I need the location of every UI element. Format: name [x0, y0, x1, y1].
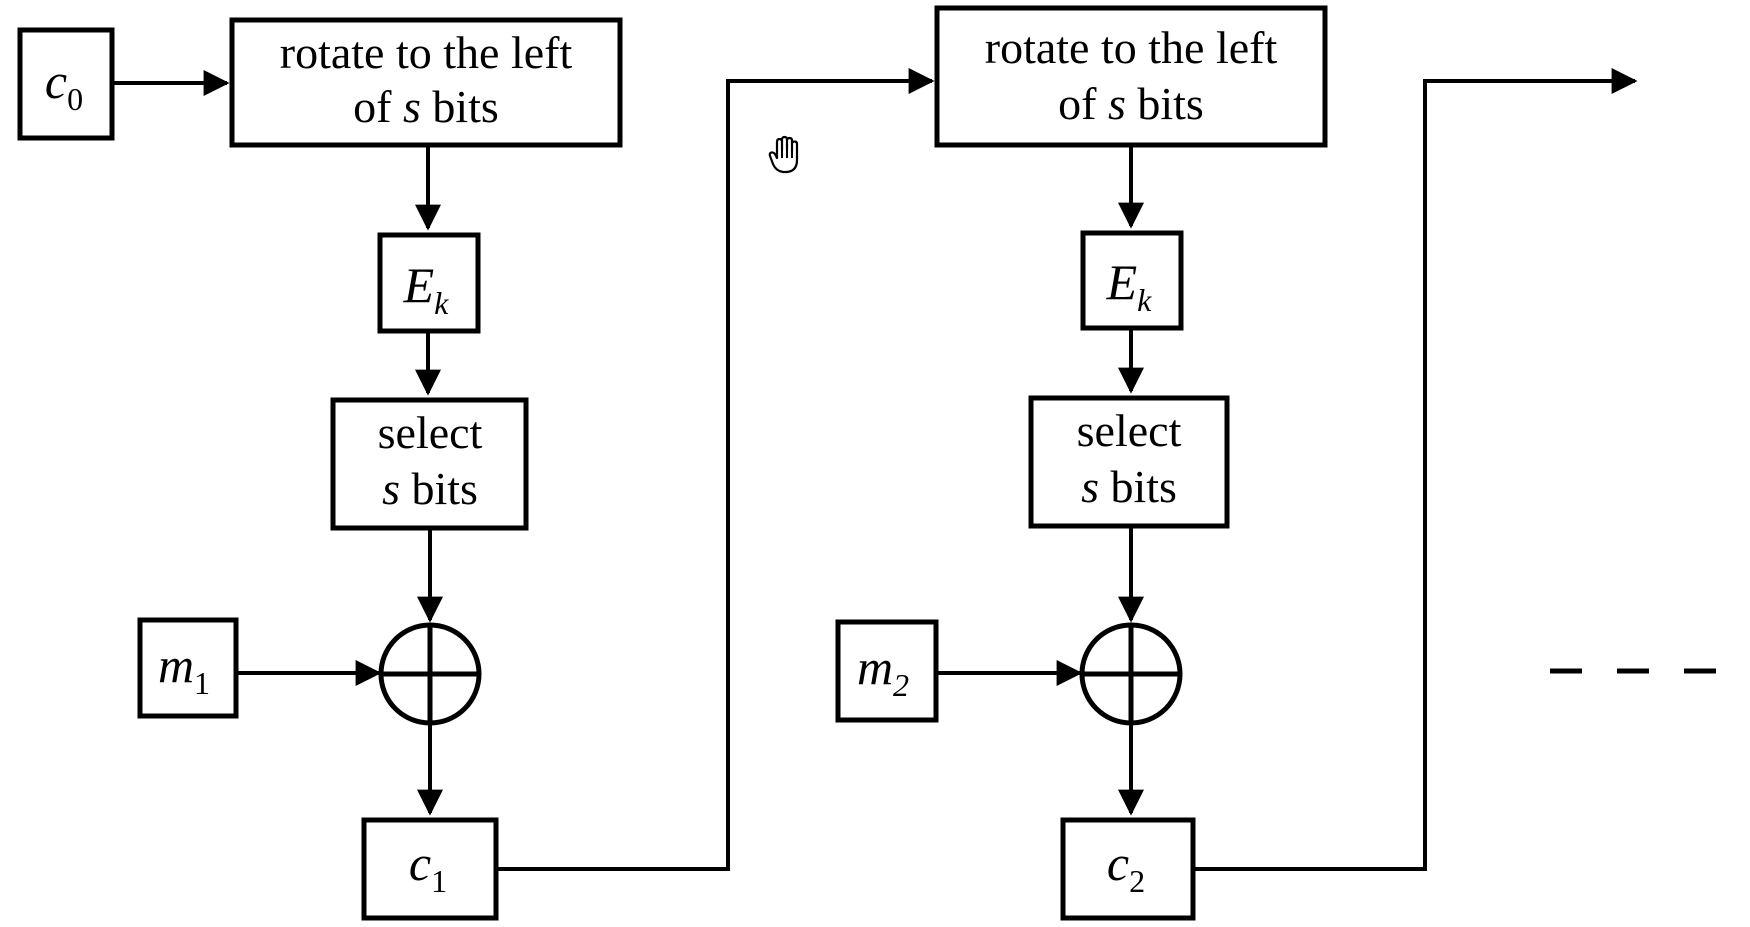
encrypt-label-2: Ek — [1106, 254, 1153, 318]
select-label-2-line2: s bits — [1081, 461, 1177, 512]
select-label-2-line1: select — [1077, 405, 1182, 456]
c0-box: c0 — [17, 27, 115, 141]
xor-symbol-2 — [1079, 622, 1183, 726]
rotate-box-1: rotate to the left of s bits — [229, 17, 623, 148]
message-box-2: m2 — [835, 619, 939, 723]
message-label-2: m2 — [857, 639, 909, 703]
select-label-1-line2: s bits — [382, 463, 478, 514]
c1-feedback-arrow — [496, 68, 935, 871]
encrypt-box-2: Ek — [1080, 230, 1184, 331]
c0-label: c0 — [45, 53, 83, 117]
xor-symbol-1 — [378, 622, 482, 726]
rotate-label-1-line2: of s bits — [353, 81, 499, 132]
message-label-1: m1 — [158, 637, 210, 701]
encrypt-label-1: Ek — [403, 257, 450, 321]
output-box-1: c1 — [361, 817, 499, 921]
hand-pointer-icon — [768, 135, 799, 174]
output-box-2: c2 — [1060, 817, 1196, 921]
message-box-1: m1 — [137, 617, 239, 719]
rotate-label-1-line1: rotate to the left — [280, 27, 573, 78]
output-label-2: c2 — [1107, 835, 1145, 899]
select-label-1-line1: select — [378, 407, 483, 458]
output-label-1: c1 — [409, 835, 447, 899]
rotate-label-2-line1: rotate to the left — [985, 22, 1278, 73]
rotate-label-2-line2: of s bits — [1058, 78, 1204, 129]
c2-feedback-arrow — [1193, 68, 1638, 871]
rotate-box-2: rotate to the left of s bits — [934, 5, 1328, 148]
encrypt-box-1: Ek — [377, 232, 481, 334]
select-box-1: select s bits — [330, 397, 529, 531]
select-box-2: select s bits — [1028, 395, 1230, 529]
